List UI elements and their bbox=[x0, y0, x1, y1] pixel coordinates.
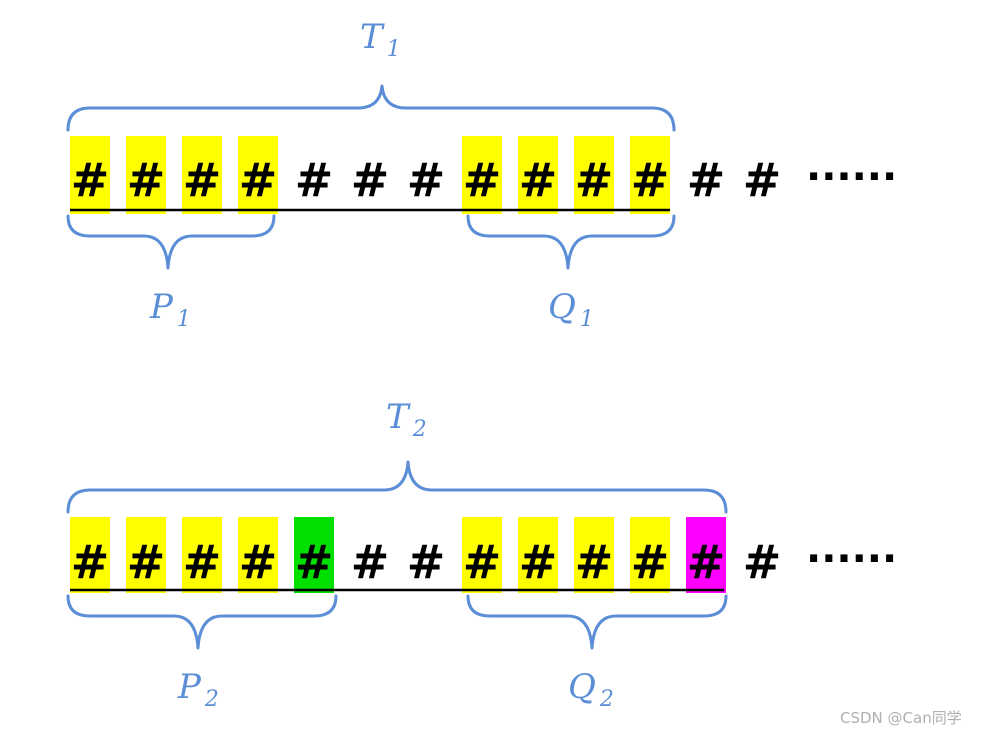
magenta-highlight bbox=[686, 517, 726, 593]
hash-symbol: # bbox=[127, 153, 166, 207]
yellow-highlight bbox=[238, 136, 278, 214]
p2-brace bbox=[66, 594, 338, 650]
q1-brace bbox=[466, 214, 676, 270]
hash-symbol: # bbox=[183, 153, 222, 207]
yellow-highlight bbox=[518, 136, 558, 214]
hash-symbol: # bbox=[239, 535, 278, 589]
hash-symbol: # bbox=[239, 153, 278, 207]
hash-symbol: # bbox=[351, 535, 390, 589]
hash-symbol: # bbox=[519, 153, 558, 207]
p1-brace bbox=[66, 214, 276, 270]
green-highlight bbox=[294, 517, 334, 593]
yellow-highlight bbox=[630, 517, 670, 593]
row-2-cells: # # # # # # # # # # # # # ······ bbox=[70, 517, 897, 593]
yellow-highlight bbox=[238, 517, 278, 593]
t1-brace bbox=[66, 84, 676, 132]
row-1-cells: # # # # # # # # # # # # # ······ bbox=[70, 136, 897, 214]
ellipsis: ······ bbox=[806, 536, 897, 582]
yellow-highlight bbox=[70, 517, 110, 593]
hash-symbol: # bbox=[71, 153, 110, 207]
yellow-highlight bbox=[574, 136, 614, 214]
hash-symbol: # bbox=[519, 535, 558, 589]
hash-symbol: # bbox=[463, 535, 502, 589]
hash-symbol: # bbox=[743, 153, 782, 207]
hash-symbol: # bbox=[351, 153, 390, 207]
t2-brace bbox=[66, 460, 728, 514]
watermark: CSDN @Can同学 bbox=[840, 709, 962, 727]
hash-symbol: # bbox=[183, 535, 222, 589]
yellow-highlight bbox=[518, 517, 558, 593]
hash-symbol: # bbox=[127, 535, 166, 589]
hash-symbol: # bbox=[631, 535, 670, 589]
hash-symbol: # bbox=[575, 153, 614, 207]
hash-symbol: # bbox=[575, 535, 614, 589]
ellipsis: ······ bbox=[806, 154, 897, 200]
hash-symbol: # bbox=[71, 535, 110, 589]
hash-symbol: # bbox=[687, 153, 726, 207]
yellow-highlight bbox=[126, 517, 166, 593]
hash-symbol: # bbox=[687, 535, 726, 589]
yellow-highlight bbox=[462, 136, 502, 214]
hash-symbol: # bbox=[295, 535, 334, 589]
hash-symbol: # bbox=[463, 153, 502, 207]
yellow-highlight bbox=[126, 136, 166, 214]
hash-symbol: # bbox=[743, 535, 782, 589]
q2-brace bbox=[466, 594, 728, 650]
yellow-highlight bbox=[462, 517, 502, 593]
yellow-highlight bbox=[630, 136, 670, 214]
yellow-highlight bbox=[182, 517, 222, 593]
yellow-highlight bbox=[182, 136, 222, 214]
yellow-highlight bbox=[70, 136, 110, 214]
hash-symbol: # bbox=[407, 535, 446, 589]
hash-symbol: # bbox=[631, 153, 670, 207]
hash-symbol: # bbox=[295, 153, 334, 207]
hash-symbol: # bbox=[407, 153, 446, 207]
yellow-highlight bbox=[574, 517, 614, 593]
